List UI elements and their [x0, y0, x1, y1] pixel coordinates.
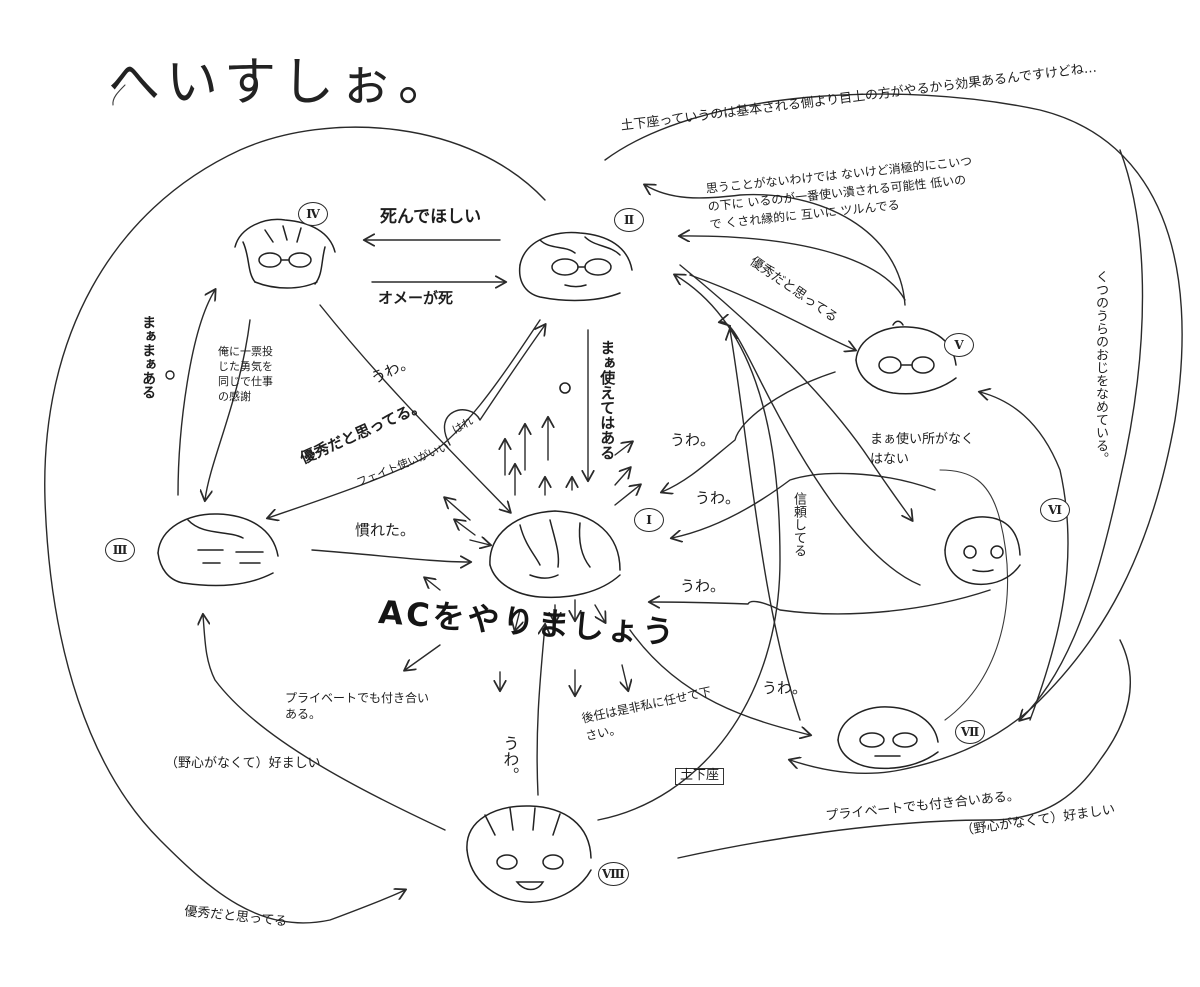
edge-viii-to-i	[536, 625, 545, 796]
edge-i-to-vii	[629, 629, 810, 735]
edge-viii-to-ii	[597, 275, 781, 821]
character-vii-face	[830, 700, 945, 776]
title-flourish	[112, 84, 126, 106]
label-shinrai: 信頼してる	[790, 492, 806, 557]
edge-v-to-i	[662, 371, 836, 492]
label-yashin-1: （野心がなくて）好ましい	[165, 756, 321, 771]
label-iv-to-ii: 死んでほしい	[380, 207, 482, 227]
label-iii-to-i: 慣れた。	[355, 521, 416, 539]
label-ii-down: まぁ使えてはある	[598, 340, 617, 460]
label-private-1: プライベートでも付き合いある。	[285, 691, 430, 722]
character-iv-face	[225, 212, 345, 296]
character-i-face	[480, 505, 630, 609]
edge-v-to-ii	[680, 236, 906, 301]
label-vii-to-i: うわ。	[680, 577, 726, 595]
edge-ii-to-vi	[679, 264, 912, 520]
outer-loop-left	[44, 126, 546, 924]
edge-iii-to-i	[311, 549, 470, 562]
label-ii-to-iv: オメーが死	[378, 289, 454, 307]
edge-iv-to-iii	[205, 319, 251, 500]
edge-vi-to-i	[672, 472, 936, 538]
label-viii-uwa: うわ。	[500, 735, 520, 783]
badge-v: Ⅴ	[944, 333, 974, 357]
label-dogeza: 土下座	[675, 768, 725, 785]
label-iv-to-iii: 俺に一票投じた勇気を同じで仕事の感謝	[218, 345, 273, 403]
badge-vi: Ⅵ	[1040, 498, 1070, 522]
page-title: へいすしぉ。	[108, 53, 457, 113]
badge-ii: Ⅱ	[614, 208, 644, 232]
edge-viii-to-iii	[203, 615, 446, 831]
badge-i: Ⅰ	[634, 508, 664, 532]
character-iii-face	[148, 508, 288, 592]
label-vi-to-i: うわ。	[695, 489, 741, 507]
outer-loop-right-2	[1020, 149, 1144, 720]
label-iii-to-iv: まぁまぁある	[140, 315, 157, 399]
edge-iv-to-i	[319, 304, 510, 512]
edge-iii-to-ii-bump	[443, 325, 545, 446]
label-vii-uwa: うわ。	[762, 679, 808, 697]
edge-ii-to-v	[689, 274, 855, 350]
edge-vii-up	[939, 469, 1009, 721]
badge-vii: Ⅶ	[955, 720, 985, 744]
character-v-face	[848, 320, 963, 404]
edge-vii-to-i	[650, 589, 991, 615]
top-curve	[645, 185, 906, 306]
edge-viii-to-vii	[677, 639, 1132, 859]
character-vi-face	[935, 510, 1025, 594]
label-v-to-i: うわ。	[670, 431, 716, 449]
badge-iii: Ⅲ	[105, 538, 135, 562]
edge-ii-to-iii	[268, 319, 541, 518]
character-ii-face	[510, 225, 640, 309]
badge-viii: Ⅷ	[598, 862, 629, 886]
label-right-vertical-note: くつのうらのおじをなめている。	[1092, 270, 1108, 465]
burst-arrows	[405, 418, 640, 695]
outer-loop-right	[604, 93, 1183, 774]
edge-vii-to-ii	[730, 330, 801, 721]
label-vi-note: まぁ使い所がなくはない	[870, 432, 975, 467]
character-viii-face	[455, 800, 600, 914]
edge-iii-to-iv	[177, 290, 215, 496]
badge-iv: Ⅳ	[298, 202, 328, 226]
